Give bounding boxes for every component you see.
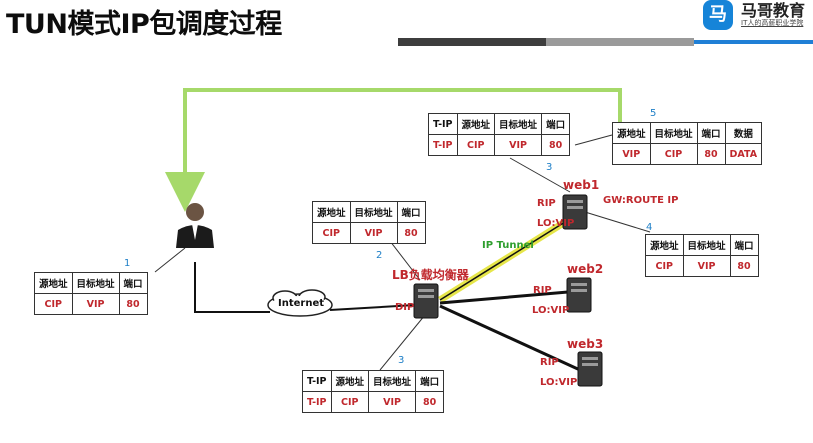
web1-gateway-label: GW:ROUTE IP [603,195,679,206]
table-cell: 80 [696,143,726,165]
table-cell: DATA [724,143,763,165]
internet-cloud-icon [267,289,333,317]
web2-lo-label: LO:VIP [532,305,570,316]
web3-lo-label: LO:VIP [540,377,578,388]
callout-line-3b [379,314,426,371]
lb-dip-label: DIP [395,302,415,313]
ip-tunnel-label: IP Tunnel [482,240,534,251]
step-number-1: 1 [124,258,131,269]
lb-server-icon [413,283,439,319]
web1-rip-label: RIP [537,198,556,209]
table-header: 数据 [724,122,763,144]
table-header: 目标地址 [368,370,417,392]
callout-line-5 [574,134,613,146]
table-cell: CIP [312,222,351,244]
table-cell: 80 [118,293,148,315]
table-header: 端口 [415,370,445,392]
callout-line-4 [584,211,651,233]
header-divider-dark [398,38,546,46]
logo-name: 马哥教育 [741,1,806,20]
web1-lo-label: LO:VIP [537,218,575,229]
header-divider-gray [546,38,694,46]
web1-label: web1 [563,178,600,192]
lb-web2-link [439,290,569,305]
table-header: 目标地址 [682,234,731,256]
brand-logo: 马 马哥教育 IT人的高薪职业学院 [703,0,813,36]
table-header: 源地址 [456,113,496,135]
table-header: 目标地址 [71,272,120,294]
table-cell: CIP [330,391,370,413]
internet-label: Internet [278,298,325,309]
table-cell: T-IP [428,134,458,156]
table-header: T-IP [302,370,332,392]
table-header: 端口 [396,201,426,223]
lb-label: LB负载均衡器 [392,268,469,282]
web2-rip-label: RIP [533,285,552,296]
logo-mark: 马 [703,0,733,30]
table-cell: T-IP [302,391,332,413]
table-header: 目标地址 [649,122,698,144]
table-header: 源地址 [312,201,351,223]
table-cell: CIP [456,134,496,156]
table-cell: VIP [682,255,731,277]
table-header: 源地址 [34,272,73,294]
step-number-4: 4 [646,222,653,233]
table-cell: CIP [34,293,73,315]
table-cell: 80 [729,255,759,277]
web2-label: web2 [567,262,604,276]
table-header: 源地址 [612,122,651,144]
table-cell: 80 [415,391,445,413]
table-cell: VIP [349,222,398,244]
table-header: 端口 [729,234,759,256]
client-internet-link [194,262,270,313]
table-cell: CIP [649,143,698,165]
logo-tagline: IT人的高薪职业学院 [741,19,804,27]
step-number-3b: 3 [398,355,405,366]
table-header: 目标地址 [494,113,543,135]
header-divider-blue [694,40,813,44]
return-path-line [165,88,622,212]
table-header: 源地址 [645,234,684,256]
page-title: TUN模式IP包调度过程 [6,9,282,40]
step-number-2: 2 [376,250,383,261]
web1-server-icon [562,194,588,230]
user-icon [176,203,214,248]
table-cell: VIP [71,293,120,315]
table-header: 目标地址 [349,201,398,223]
lb-web3-link [439,304,581,372]
table-cell: VIP [494,134,543,156]
internet-lb-link [329,304,416,311]
table-cell: 80 [541,134,571,156]
web2-server-icon [566,277,592,313]
table-cell: 80 [396,222,426,244]
callout-line-3a [509,157,571,193]
table-header: T-IP [428,113,458,135]
table-cell: CIP [645,255,684,277]
table-header: 端口 [541,113,571,135]
lb-web1-link [439,221,566,301]
table-cell: VIP [612,143,651,165]
web3-rip-label: RIP [540,357,559,368]
web3-server-icon [577,351,603,387]
callout-line-1 [154,247,186,273]
table-header: 端口 [118,272,148,294]
web3-label: web3 [567,337,604,351]
table-cell: VIP [368,391,417,413]
table-header: 源地址 [330,370,370,392]
step-number-5: 5 [650,108,657,119]
table-header: 端口 [696,122,726,144]
step-number-3a: 3 [546,162,553,173]
